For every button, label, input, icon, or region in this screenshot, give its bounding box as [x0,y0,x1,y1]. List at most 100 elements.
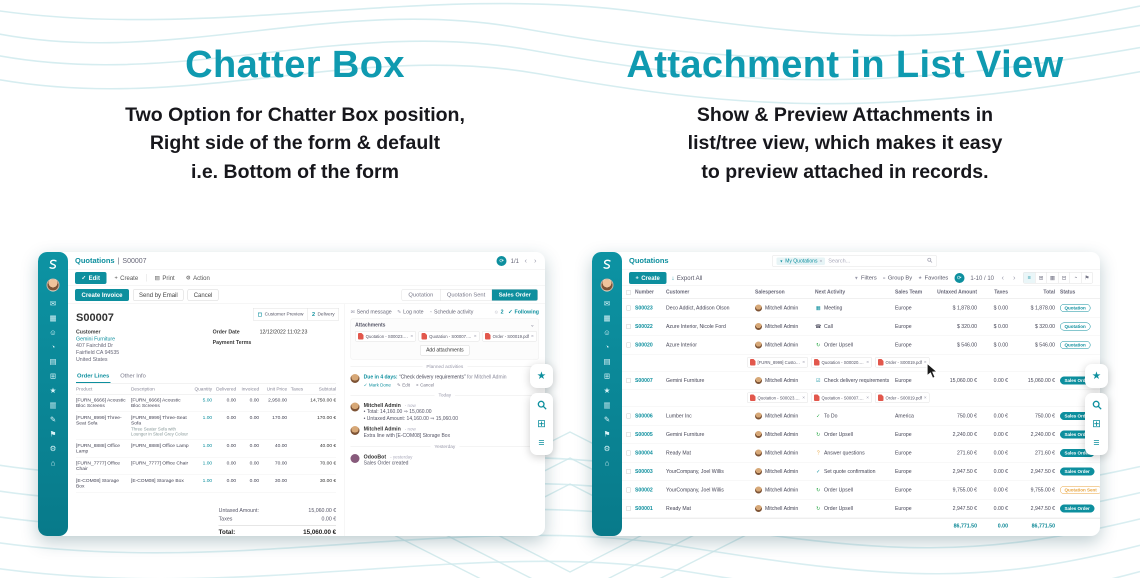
statusbar-step[interactable]: Sales Order [491,289,538,301]
list-row[interactable]: S00006 Lumber Inc Mitchell Admin ✓ To Do [622,407,1100,426]
settings-icon[interactable]: ⚙ [603,444,611,453]
notebook-tab[interactable]: Other Info [120,372,146,379]
col-quantity[interactable]: Quantity [194,386,213,392]
col-description[interactable]: Description [131,386,155,392]
list-row[interactable]: S00020 Azure Interior Mitchell Admin ↻ O… [622,336,1100,355]
graph-view-icon[interactable]: ◔ [1069,272,1082,283]
pager-prev-icon[interactable]: ‹ [1001,273,1005,283]
col-total[interactable]: Total [1043,289,1055,296]
attachment-chip[interactable]: Order - S00019.pdf × [875,392,930,403]
kanban-icon[interactable]: ⊞ [537,418,546,430]
purchase-icon[interactable]: ⚑ [49,430,57,439]
followers-button[interactable]: ☺ 2 [493,309,504,315]
activity-cancel-button[interactable]: × Cancel [415,382,435,388]
delivery-smart-button[interactable]: 2 Delivery [307,308,340,321]
action-menu-button[interactable]: ⚙ Action [183,273,213,283]
attachment-chip[interactable]: Quotation - S00007.pdf × [811,392,872,403]
col-status[interactable]: Status [1060,289,1076,296]
groupby-button[interactable]: ≡ Group By [882,274,913,281]
schedule-activity-button[interactable]: ◔ Schedule activity [429,309,474,315]
row-checkbox[interactable] [626,432,631,437]
row-next-activity[interactable]: ▦ Meeting [815,305,843,311]
settings-icon[interactable]: ⚙ [49,444,57,453]
col-number[interactable]: Number [635,289,654,296]
col-salesperson[interactable]: Salesperson [755,289,785,296]
calendar-view-icon[interactable]: ▦ [1046,272,1059,283]
following-button[interactable]: ✓ Following [508,309,539,315]
attachment-chip[interactable]: Quotation - S00007.pdf × [418,331,480,342]
row-next-activity[interactable]: ↻ Order Upsell [816,505,853,512]
statusbar-step[interactable]: Quotation [408,291,434,298]
list-row[interactable]: S00002 YourCompany, Joel Willis Mitchell… [622,481,1100,500]
kanban-icon[interactable]: ⊞ [1092,418,1101,430]
col-unit-price[interactable]: Unit Price [266,386,288,392]
app-logo[interactable] [600,258,614,275]
order-line-row[interactable]: [FURN_7777] Office Chair [FURN_7777] Off… [76,457,337,475]
refresh-icon[interactable]: ⟳ [496,255,507,266]
col-sales-team[interactable]: Sales Team [895,289,923,296]
select-all-checkbox[interactable] [626,289,631,295]
list-icon[interactable]: ≡ [538,437,545,449]
calendar-icon[interactable]: ▦ [603,314,611,323]
dashboard-icon[interactable]: ⊞ [49,372,57,381]
favorites-button[interactable]: ★ Favorites [918,274,949,281]
row-checkbox[interactable] [626,305,631,311]
breadcrumb-app[interactable]: Quotations [75,256,115,266]
contacts-icon[interactable]: ☺ [49,328,57,337]
list-icon[interactable]: ≡ [1093,437,1100,449]
list-row[interactable]: S00023 Deco Addict, Addison Olson Mitche… [622,299,1100,318]
col-invoiced[interactable]: Invoiced [241,386,260,392]
row-checkbox[interactable] [626,413,631,419]
app-logo[interactable] [46,258,60,275]
row-next-activity[interactable]: ☑ Check delivery requirements [816,377,890,384]
search-icon[interactable] [1089,398,1104,412]
remove-facet-icon[interactable]: × [819,258,823,264]
remove-attachment-icon[interactable]: × [410,333,414,340]
row-checkbox[interactable] [626,378,631,383]
list-view-icon[interactable]: ≡ [1023,272,1035,283]
create-button[interactable]: + Create [629,271,667,284]
col-next-activity[interactable]: Next Activity [815,289,846,296]
col-product[interactable]: Product [76,386,93,392]
project-icon[interactable]: ★ [603,386,611,395]
send-by-email-button[interactable]: Send by Email [133,288,184,301]
kanban-view-icon[interactable]: ⊞ [1035,272,1047,283]
row-next-activity[interactable]: ✓ To Do [816,413,838,419]
add-attachments-button[interactable]: Add attachments [420,345,470,356]
remove-attachment-icon[interactable]: × [923,395,927,401]
attachment-chip[interactable]: Order - S00019.pdf × [482,331,537,342]
refresh-icon[interactable]: ⟳ [954,272,965,283]
breadcrumb-app[interactable]: Quotations [629,256,669,266]
order-line-row[interactable]: [FURN_8999] Three-Seat Sofa [FURN_8999] … [76,412,337,440]
accounting-icon[interactable]: ✎ [49,415,57,424]
search-icon[interactable] [927,257,933,266]
cancel-button[interactable]: Cancel [187,288,219,301]
attachment-chip[interactable]: Quotation - S00020.pdf × [811,357,872,368]
row-next-activity[interactable]: ☎ Call [815,323,833,330]
breadcrumb[interactable]: Quotations [629,257,669,266]
remove-attachment-icon[interactable]: × [866,395,869,401]
bookmark-icon[interactable]: ★ [1091,370,1102,382]
customer-preview-button[interactable]: ◻ Customer Preview [253,308,308,321]
send-message-button[interactable]: ✉ Send message [350,309,392,315]
statusbar-step[interactable]: Quotation Sent [439,289,492,301]
row-checkbox[interactable] [626,450,631,456]
pager-next-icon[interactable]: › [534,256,537,266]
attachment-chip[interactable]: Order - S00019.pdf × [875,357,930,368]
collapse-icon[interactable]: ⌄ [530,322,535,329]
crm-icon[interactable]: ◔ [604,343,610,352]
discuss-icon[interactable]: ✉ [603,299,611,308]
pivot-view-icon[interactable]: ⊟ [1058,272,1070,283]
col-subtotal[interactable]: Subtotal [318,386,337,392]
search-facet[interactable]: ▼ My Quotations × [776,257,826,265]
pager-prev-icon[interactable]: ‹ [524,256,528,266]
activity-edit-button[interactable]: ✎ Edit [396,382,410,388]
attachment-chip[interactable]: Quotation - S00023.pdf × [747,392,808,403]
customer-value[interactable]: Gemini Furniture [76,336,116,342]
filters-button[interactable]: ▼ Filters [854,274,877,281]
order-date-value[interactable]: 12/12/2022 11:02:23 [259,329,308,335]
pager-next-icon[interactable]: › [1013,273,1016,283]
list-row[interactable]: S00001 Ready Mat Mitchell Admin ↻ Order … [622,500,1100,518]
col-untaxed[interactable]: Untaxed Amount [937,289,977,296]
list-row[interactable]: S00007 Gemini Furniture Mitchell Admin ☑… [622,372,1100,390]
